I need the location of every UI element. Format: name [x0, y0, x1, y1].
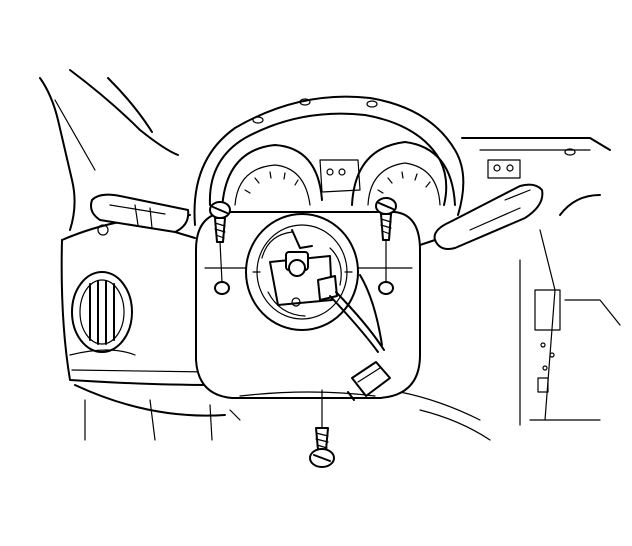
clockspring-coil: [245, 213, 359, 331]
wire-connector: [347, 361, 391, 401]
lower-dash-trim: [74, 384, 491, 441]
left-gauge: [221, 144, 323, 211]
right-gauge: [351, 141, 456, 206]
left-upper-screw-icon: [209, 201, 231, 243]
screw-guide-lines: [219, 239, 387, 283]
dash-frame: [39, 69, 179, 231]
air-vent-icon: [71, 271, 133, 353]
right-dash-structure: [461, 137, 621, 426]
left-dash-panel: [60, 214, 211, 386]
instrument-hood: [193, 95, 465, 226]
wiring-harness: [329, 274, 385, 353]
right-upper-screw-icon: [375, 197, 397, 241]
right-switch-stalk: [419, 183, 544, 250]
left-switch-stalk: [90, 193, 196, 239]
center-indicator-panel: [319, 159, 361, 193]
lower-screw-icon: [309, 389, 335, 468]
